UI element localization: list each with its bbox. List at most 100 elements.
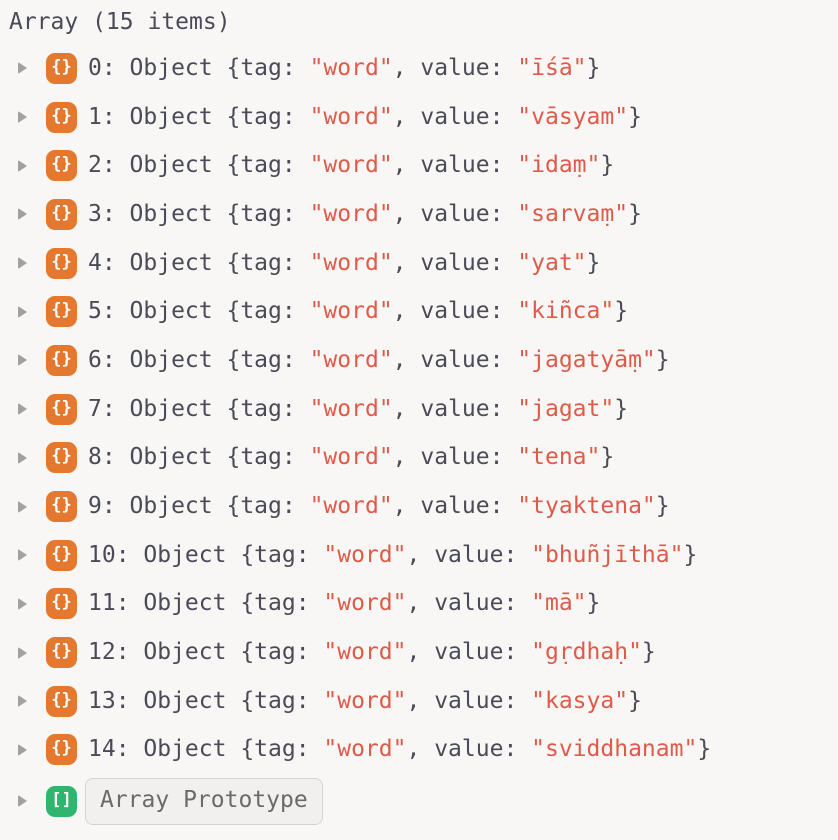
expand-arrow-icon[interactable] [18, 695, 27, 708]
expand-arrow-icon[interactable] [18, 257, 27, 270]
object-icon: {} [46, 150, 77, 182]
expand-arrow-icon[interactable] [18, 646, 27, 659]
item-value-key: , value: [406, 687, 532, 714]
expand-arrow-icon[interactable] [18, 451, 27, 464]
item-type: Object [143, 541, 227, 568]
item-close-brace: } [614, 298, 629, 325]
item-type: Object [129, 493, 213, 520]
item-type: Object [143, 736, 227, 763]
item-close-brace: } [655, 493, 670, 520]
expand-arrow-icon[interactable] [18, 403, 27, 416]
item-tag-string: "word" [309, 444, 393, 471]
item-index: 9: [88, 493, 130, 520]
item-close-brace: } [586, 54, 601, 81]
array-item-row[interactable]: {} 10: Object {tag: "word", value: "bhuñ… [0, 531, 838, 580]
item-tag-string: "word" [309, 346, 393, 373]
item-type: Object [129, 395, 213, 422]
item-type: Object [129, 249, 213, 276]
item-preview: 14: Object {tag: "word", value: "sviddha… [88, 736, 711, 763]
item-tag-string: "word" [323, 736, 407, 763]
item-close-brace: } [628, 687, 642, 714]
item-value-string: "īśā" [517, 54, 587, 81]
item-tag-string: "word" [309, 395, 393, 422]
expand-arrow-icon[interactable] [18, 208, 27, 221]
expand-arrow-icon[interactable] [18, 159, 27, 172]
item-value-key: , value: [392, 395, 518, 422]
object-icon-glyph: {} [51, 251, 72, 272]
expand-arrow-icon[interactable] [18, 354, 27, 367]
item-tag-string: "word" [309, 152, 393, 179]
item-close-brace: } [628, 103, 642, 130]
array-item-row[interactable]: {} 0: Object {tag: "word", value: "īśā"} [0, 44, 838, 93]
array-item-row[interactable]: {} 3: Object {tag: "word", value: "sarva… [0, 190, 838, 239]
item-preview: 7: Object {tag: "word", value: "jagat"} [88, 396, 628, 423]
expand-arrow-icon[interactable] [18, 743, 27, 756]
array-item-row[interactable]: {} 6: Object {tag: "word", value: "jagat… [0, 336, 838, 385]
object-icon: {} [46, 101, 77, 133]
array-list: {} 0: Object {tag: "word", value: "īśā"}… [0, 44, 838, 774]
array-item-row[interactable]: {} 1: Object {tag: "word", value: "vāsya… [0, 93, 838, 142]
expand-arrow-icon[interactable] [18, 500, 27, 513]
item-index: 6: [88, 346, 130, 373]
item-open-tag: {tag: [226, 541, 324, 568]
item-tag-string: "word" [309, 249, 393, 276]
item-preview: 9: Object {tag: "word", value: "tyaktena… [88, 493, 670, 520]
array-item-row[interactable]: {} 11: Object {tag: "word", value: "mā"} [0, 580, 838, 629]
array-item-row[interactable]: {} 12: Object {tag: "word", value: "gṛdh… [0, 628, 838, 677]
item-open-tag: {tag: [212, 200, 310, 227]
object-icon: {} [46, 247, 77, 279]
item-type: Object [143, 639, 227, 666]
item-value-string: "jagat" [517, 395, 615, 422]
expand-arrow-icon[interactable] [18, 111, 27, 124]
item-close-brace: } [628, 200, 642, 227]
item-type: Object [143, 687, 227, 714]
array-item-row[interactable]: {} 13: Object {tag: "word", value: "kasy… [0, 677, 838, 726]
item-preview: 8: Object {tag: "word", value: "tena"} [88, 444, 614, 471]
item-preview: 4: Object {tag: "word", value: "yat"} [88, 250, 600, 277]
item-value-string: "sviddhanam" [531, 736, 698, 763]
object-icon-glyph: {} [51, 202, 72, 223]
item-value-key: , value: [406, 590, 532, 617]
item-index: 8: [88, 444, 130, 471]
item-tag-string: "word" [323, 541, 407, 568]
item-preview: 0: Object {tag: "word", value: "īśā"} [88, 55, 600, 82]
expand-arrow-icon[interactable] [18, 795, 27, 808]
item-tag-string: "word" [323, 590, 407, 617]
item-value-key: , value: [392, 200, 518, 227]
expand-arrow-icon[interactable] [18, 305, 27, 318]
array-item-row[interactable]: {} 8: Object {tag: "word", value: "tena"… [0, 434, 838, 483]
expand-arrow-icon[interactable] [18, 597, 27, 610]
object-icon-glyph: {} [51, 641, 72, 662]
item-close-brace: } [614, 395, 629, 422]
item-preview: 1: Object {tag: "word", value: "vāsyam"} [88, 104, 642, 131]
expand-arrow-icon[interactable] [18, 62, 27, 75]
item-value-key: , value: [392, 103, 518, 130]
object-icon-glyph: {} [51, 738, 72, 759]
object-icon: {} [46, 685, 77, 717]
item-open-tag: {tag: [212, 298, 310, 325]
item-close-brace: } [655, 346, 670, 373]
array-item-row[interactable]: {} 2: Object {tag: "word", value: "idaṃ"… [0, 141, 838, 190]
item-type: Object [129, 54, 213, 81]
item-preview: 13: Object {tag: "word", value: "kasya"} [88, 688, 642, 715]
item-value-key: , value: [406, 736, 532, 763]
item-index: 10: [88, 541, 144, 568]
item-index: 14: [88, 736, 144, 763]
array-prototype-button[interactable]: Array Prototype [85, 777, 323, 825]
item-index: 11: [88, 590, 144, 617]
item-index: 13: [88, 687, 144, 714]
prototype-row[interactable]: [] Array Prototype [0, 774, 838, 828]
expand-arrow-icon[interactable] [18, 549, 27, 562]
array-item-row[interactable]: {} 9: Object {tag: "word", value: "tyakt… [0, 482, 838, 531]
object-icon: {} [46, 198, 77, 230]
array-item-row[interactable]: {} 4: Object {tag: "word", value: "yat"} [0, 239, 838, 288]
object-icon: {} [46, 344, 77, 376]
array-item-row[interactable]: {} 5: Object {tag: "word", value: "kiñca… [0, 287, 838, 336]
item-close-brace: } [586, 249, 601, 276]
item-type: Object [129, 346, 213, 373]
array-item-row[interactable]: {} 7: Object {tag: "word", value: "jagat… [0, 385, 838, 434]
item-type: Object [129, 152, 213, 179]
array-item-row[interactable]: {} 14: Object {tag: "word", value: "svid… [0, 726, 838, 775]
item-value-string: "yat" [517, 249, 587, 276]
item-tag-string: "word" [309, 298, 393, 325]
